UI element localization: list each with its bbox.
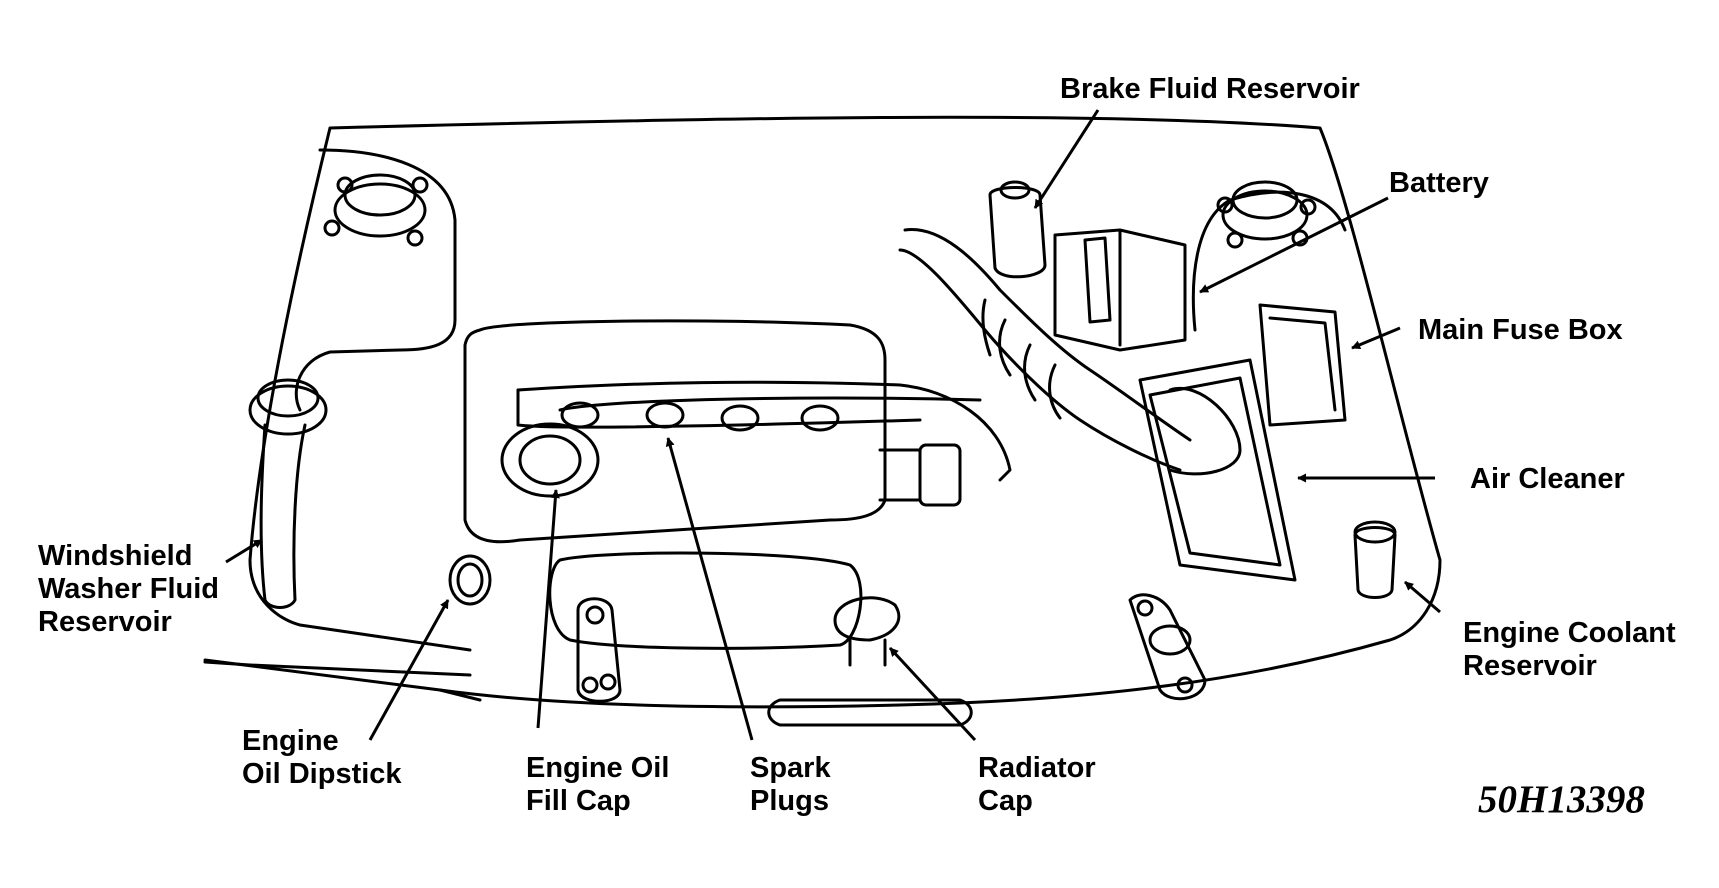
label-engine-coolant-reservoir-line-2: Reservoir: [1463, 650, 1597, 682]
air-intake-hose: [905, 230, 1190, 440]
label-main-fuse-box: Main Fuse Box: [1418, 314, 1623, 347]
arrow-oil-fill: [538, 489, 560, 728]
label-engine-coolant-reservoir-line-1: Engine Coolant: [1463, 617, 1676, 649]
radiator-cap: [835, 598, 899, 640]
oil-fill-cap: [520, 436, 580, 484]
label-brake-fluid-reservoir: Brake Fluid Reservoir: [1060, 73, 1360, 106]
label-battery: Battery: [1389, 167, 1489, 200]
label-windshield-washer-fluid-reservoir-line-1: Windshield: [38, 540, 193, 572]
arrow-brake-fluid: [1035, 110, 1098, 208]
label-engine-oil-dipstick-line-2: Oil Dipstick: [242, 758, 402, 790]
coolant-reservoir: [1355, 528, 1395, 598]
arrow-fuse-box: [1351, 328, 1400, 348]
label-battery-line-1: Battery: [1389, 167, 1489, 199]
label-engine-oil-fill-cap-line-1: Engine Oil: [526, 752, 670, 784]
label-brake-fluid-reservoir-line-1: Brake Fluid Reservoir: [1060, 73, 1360, 105]
right-engine-mount: [1130, 595, 1205, 699]
label-windshield-washer-fluid-reservoir-line-3: Reservoir: [38, 606, 172, 638]
label-engine-oil-dipstick-line-1: Engine: [242, 725, 339, 757]
left-engine-mount: [578, 599, 620, 702]
label-air-cleaner-line-1: Air Cleaner: [1470, 463, 1625, 495]
label-windshield-washer-fluid-reservoir-line-2: Washer Fluid: [38, 573, 219, 605]
label-main-fuse-box-line-1: Main Fuse Box: [1418, 314, 1623, 346]
body-outline: [205, 117, 1440, 707]
figure-code: 50H13398: [1478, 778, 1645, 821]
label-engine-oil-fill-cap-line-2: Fill Cap: [526, 785, 631, 817]
main-fuse-box: [1260, 305, 1345, 425]
label-spark-plugs-line-1: Spark: [750, 752, 831, 784]
left-strut-tower: [296, 150, 455, 410]
arrow-battery: [1199, 198, 1388, 292]
arrow-dipstick: [370, 599, 448, 740]
label-air-cleaner: Air Cleaner: [1470, 463, 1625, 496]
battery: [1055, 230, 1185, 350]
arrow-radiator: [890, 648, 975, 740]
label-radiator-cap-line-1: Radiator: [978, 752, 1096, 784]
arrow-spark: [665, 437, 752, 740]
arrow-washer: [226, 540, 262, 562]
label-radiator-cap-line-2: Cap: [978, 785, 1033, 817]
air-cleaner: [1140, 360, 1295, 580]
arrow-coolant: [1405, 582, 1440, 612]
label-spark-plugs-line-2: Plugs: [750, 785, 829, 817]
washer-fluid-cap: [258, 380, 318, 416]
oil-dipstick-ring: [450, 556, 490, 604]
brake-fluid-reservoir: [990, 188, 1045, 277]
